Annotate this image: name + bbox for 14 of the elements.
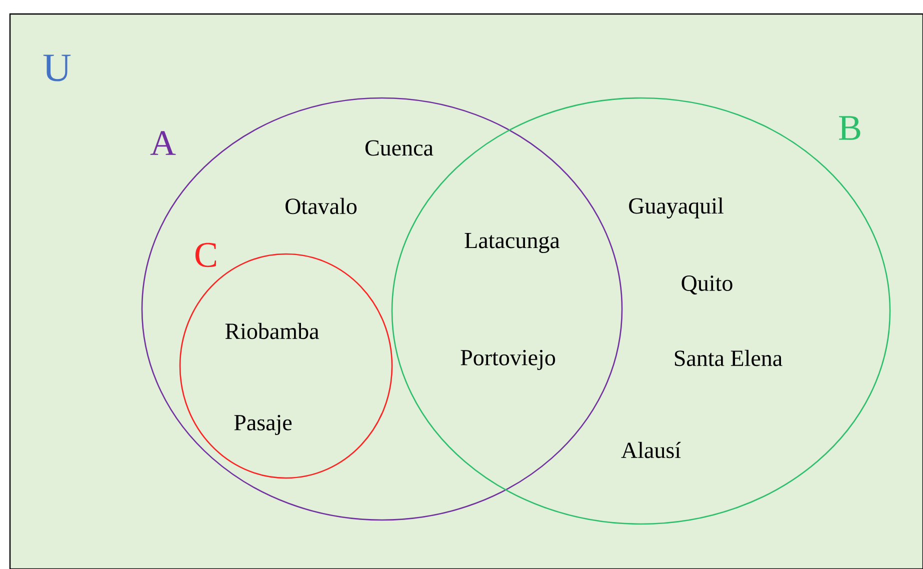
city-name: Latacunga <box>464 232 560 254</box>
set-letter: C <box>195 242 216 268</box>
city-name: Cuenca <box>365 140 434 156</box>
city-name: Portoviejo <box>460 350 556 370</box>
city-name: Santa Elena <box>674 350 782 366</box>
city-name: Pasaje <box>234 414 292 436</box>
city-name: Quito <box>682 276 732 294</box>
set-letter: A <box>150 131 176 155</box>
city-name: Riobamba <box>225 322 319 340</box>
city-name: Alausí <box>621 442 681 458</box>
set-letter: U <box>43 54 71 82</box>
city-name: Otavalo <box>286 198 357 214</box>
set-letter: B <box>839 116 860 140</box>
city-name: Guayaquil <box>629 198 724 218</box>
